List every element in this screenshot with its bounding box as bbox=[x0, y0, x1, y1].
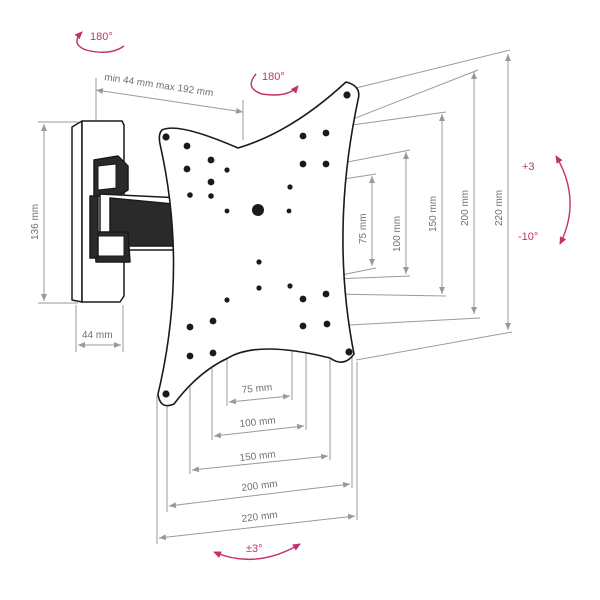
wall-plate-depth-label: 44 mm bbox=[82, 330, 113, 341]
vesa-hole bbox=[208, 193, 214, 199]
vesa-vertical-75: 75 mm bbox=[358, 213, 369, 244]
vesa-hole bbox=[186, 323, 194, 331]
vesa-horizontal-200: 200 mm bbox=[241, 479, 278, 494]
vesa-horizontal-100: 100 mm bbox=[239, 415, 276, 430]
vesa-hole bbox=[162, 133, 170, 141]
vesa-hole bbox=[322, 290, 330, 298]
vesa-hole bbox=[209, 317, 217, 325]
vesa-holes bbox=[162, 91, 353, 398]
vesa-vertical-150: 150 mm bbox=[428, 196, 439, 232]
pivot-post bbox=[89, 195, 99, 259]
rotate-arrow-icon bbox=[74, 31, 125, 53]
vesa-hole bbox=[322, 129, 330, 137]
vesa-hole bbox=[299, 160, 307, 168]
vesa-hole bbox=[207, 178, 215, 186]
vesa-horizontal-220: 220 mm bbox=[241, 510, 278, 525]
vesa-hole bbox=[286, 208, 292, 214]
vesa-hole bbox=[299, 322, 307, 330]
tilt-up-label: +3 bbox=[522, 161, 535, 173]
vesa-hole bbox=[162, 390, 170, 398]
vesa-hole bbox=[299, 295, 307, 303]
vesa-vertical-100: 100 mm bbox=[392, 216, 403, 252]
vesa-horizontal-75: 75 mm bbox=[241, 382, 272, 396]
vesa-plate-outline bbox=[157, 81, 360, 407]
vesa-hole bbox=[345, 348, 353, 356]
vesa-hole bbox=[256, 259, 262, 265]
vesa-hole bbox=[183, 142, 191, 150]
plate-rotation-label: 180° bbox=[262, 71, 285, 83]
tilt-down-label: -10° bbox=[518, 231, 538, 243]
vesa-hole bbox=[287, 184, 293, 190]
rotation-arrows bbox=[74, 31, 571, 561]
vesa-hole bbox=[323, 320, 331, 328]
rotate-arrow-icon bbox=[250, 73, 299, 96]
vesa-vertical-200: 200 mm bbox=[460, 190, 471, 226]
arm-extension-label: min 44 mm max 192 mm bbox=[104, 72, 214, 99]
vesa-hole bbox=[343, 91, 351, 99]
vesa-hole bbox=[322, 160, 330, 168]
vesa-hole bbox=[287, 283, 293, 289]
wall-plate-side bbox=[71, 120, 83, 303]
vesa-hole bbox=[224, 208, 230, 214]
vesa-hole bbox=[224, 297, 230, 303]
wall-swivel-label: 180° bbox=[90, 31, 113, 43]
level-adjust-label: ±3° bbox=[246, 543, 263, 555]
vesa-plate bbox=[157, 81, 360, 407]
dimension-lines bbox=[38, 49, 513, 544]
wall-bracket bbox=[71, 120, 185, 303]
vesa-hole bbox=[187, 192, 193, 198]
vesa-hole bbox=[183, 165, 191, 173]
vesa-hole bbox=[299, 132, 307, 140]
tilt-arrow-icon bbox=[555, 155, 571, 245]
vesa-vertical-220: 220 mm bbox=[494, 190, 505, 226]
vesa-hole bbox=[186, 352, 194, 360]
level-arrow-icon bbox=[213, 543, 301, 561]
vesa-hole bbox=[252, 204, 264, 216]
vesa-hole bbox=[256, 285, 262, 291]
vesa-hole bbox=[224, 167, 230, 173]
vesa-horizontal-150: 150 mm bbox=[239, 449, 276, 464]
vesa-hole bbox=[209, 349, 217, 357]
vesa-hole bbox=[207, 156, 215, 164]
wall-plate-height-label: 136 mm bbox=[30, 204, 41, 240]
